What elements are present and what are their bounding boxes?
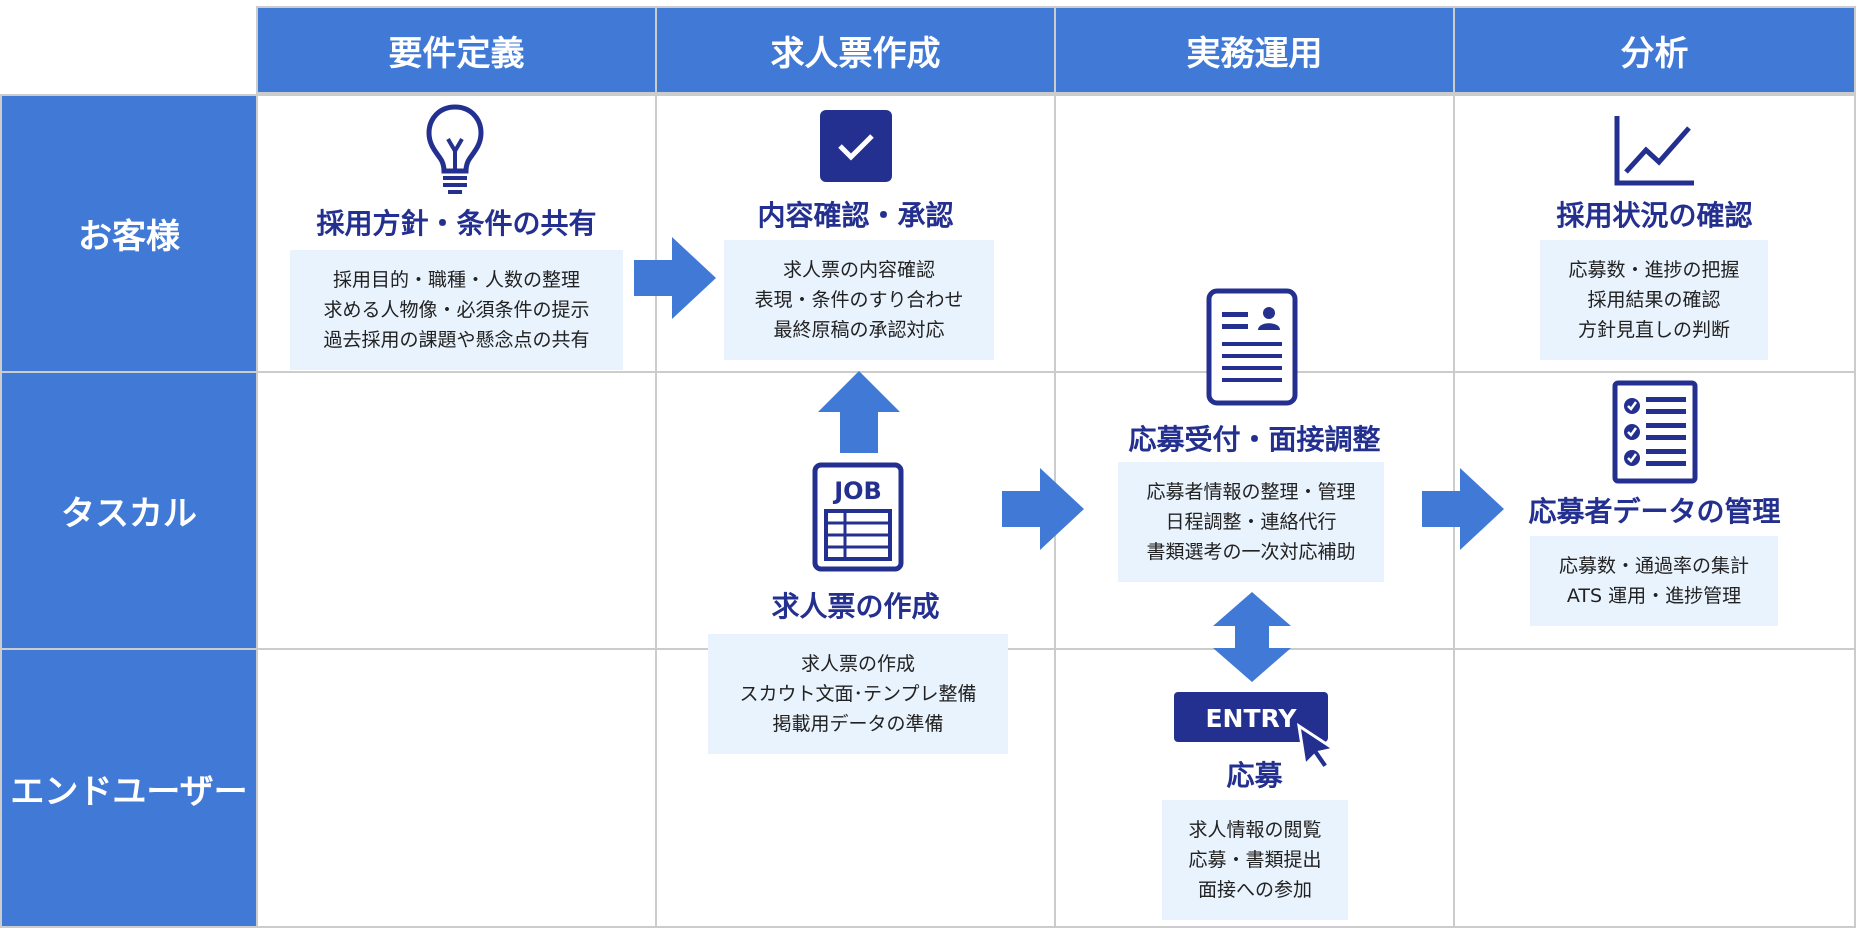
description-line: スカウト文面･テンプレ整備 xyxy=(739,683,977,705)
description-line: 求人情報の閲覧 xyxy=(1188,819,1322,841)
corner-blank xyxy=(0,0,256,94)
policy-description: 採用目的・職種・人数の整理 求める人物像・必須条件の提示 過去採用の課題や懸念点… xyxy=(290,250,623,370)
arrow-right-reception-to-datamgmt xyxy=(1422,468,1504,550)
lightbulb-icon xyxy=(424,103,486,195)
job-icon-label: JOB xyxy=(832,477,882,505)
entry-icon-label: ENTRY xyxy=(1205,704,1297,733)
column-header-operations: 実務運用 xyxy=(1056,8,1453,92)
arrow-bidirectional-reception-entry xyxy=(1213,592,1291,682)
entry-button-icon: ENTRY xyxy=(1174,692,1342,772)
cell-enduser-requirements xyxy=(258,650,655,926)
description-line: 応募数・進捗の把握 xyxy=(1568,259,1740,281)
job-document-icon: JOB xyxy=(812,462,904,572)
description-line: 日程調整・連絡代行 xyxy=(1165,511,1337,533)
description-line: 面接への参加 xyxy=(1197,879,1312,901)
description-line: 応募数・通過率の集計 xyxy=(1558,555,1749,577)
arrow-right-create-to-reception xyxy=(1002,468,1084,550)
cursor-icon xyxy=(1297,722,1338,772)
description-line: 応募・書類提出 xyxy=(1188,849,1322,871)
create-title: 求人票の作成 xyxy=(771,590,940,623)
description-line: 過去採用の課題や懸念点の共有 xyxy=(323,329,590,351)
description-line: 掲載用データの準備 xyxy=(772,713,944,735)
column-header-requirements: 要件定義 xyxy=(258,8,655,92)
cell-enduser-analysis xyxy=(1455,650,1854,926)
cell-taskal-requirements xyxy=(258,373,655,648)
row-header-client: お客様 xyxy=(2,96,256,371)
datamgmt-title: 応募者データの管理 xyxy=(1528,495,1781,528)
description-line: 採用目的・職種・人数の整理 xyxy=(332,269,580,291)
status-description: 応募数・進捗の把握 採用結果の確認 方針見直しの判断 xyxy=(1540,240,1768,360)
entry-description: 求人情報の閲覧 応募・書類提出 面接への参加 xyxy=(1162,800,1348,920)
description-line: 求人票の作成 xyxy=(800,653,915,675)
description-line: 表現・条件のすり合わせ xyxy=(754,289,964,311)
description-line: 最終原稿の承認対応 xyxy=(773,319,945,341)
create-description: 求人票の作成 スカウト文面･テンプレ整備 掲載用データの準備 xyxy=(708,634,1008,754)
column-header-analysis: 分析 xyxy=(1455,8,1854,92)
datamgmt-description: 応募数・通過率の集計 ATS 運用・進捗管理 xyxy=(1530,536,1778,626)
description-line: 求める人物像・必須条件の提示 xyxy=(323,299,590,321)
checklist-icon xyxy=(1612,380,1698,484)
description-line: 求人票の内容確認 xyxy=(782,259,935,281)
description-line: 方針見直しの判断 xyxy=(1577,319,1730,341)
description-line: 採用結果の確認 xyxy=(1587,289,1721,311)
arrow-up-create-to-approve xyxy=(818,371,900,453)
reception-title: 応募受付・面接調整 xyxy=(1128,423,1381,456)
arrow-right-policy-to-approve xyxy=(634,237,716,319)
policy-title: 採用方針・条件の共有 xyxy=(316,207,597,240)
description-line: 応募者情報の整理・管理 xyxy=(1146,481,1356,503)
row-header-end-user: エンドユーザー xyxy=(2,650,256,926)
description-line: ATS 運用・進捗管理 xyxy=(1566,585,1742,607)
checkbox-icon xyxy=(820,110,892,182)
approve-title: 内容確認・承認 xyxy=(757,199,954,232)
row-header-taskal: タスカル xyxy=(2,373,256,648)
approve-description: 求人票の内容確認 表現・条件のすり合わせ 最終原稿の承認対応 xyxy=(724,240,994,360)
status-title: 採用状況の確認 xyxy=(1556,199,1753,232)
reception-description: 応募者情報の整理・管理 日程調整・連絡代行 書類選考の一次対応補助 xyxy=(1118,462,1384,582)
resume-document-icon xyxy=(1206,288,1298,406)
column-header-job-posting: 求人票作成 xyxy=(657,8,1054,92)
line-chart-icon xyxy=(1614,116,1694,186)
entry-title: 応募 xyxy=(1226,759,1283,792)
description-line: 書類選考の一次対応補助 xyxy=(1146,541,1356,563)
